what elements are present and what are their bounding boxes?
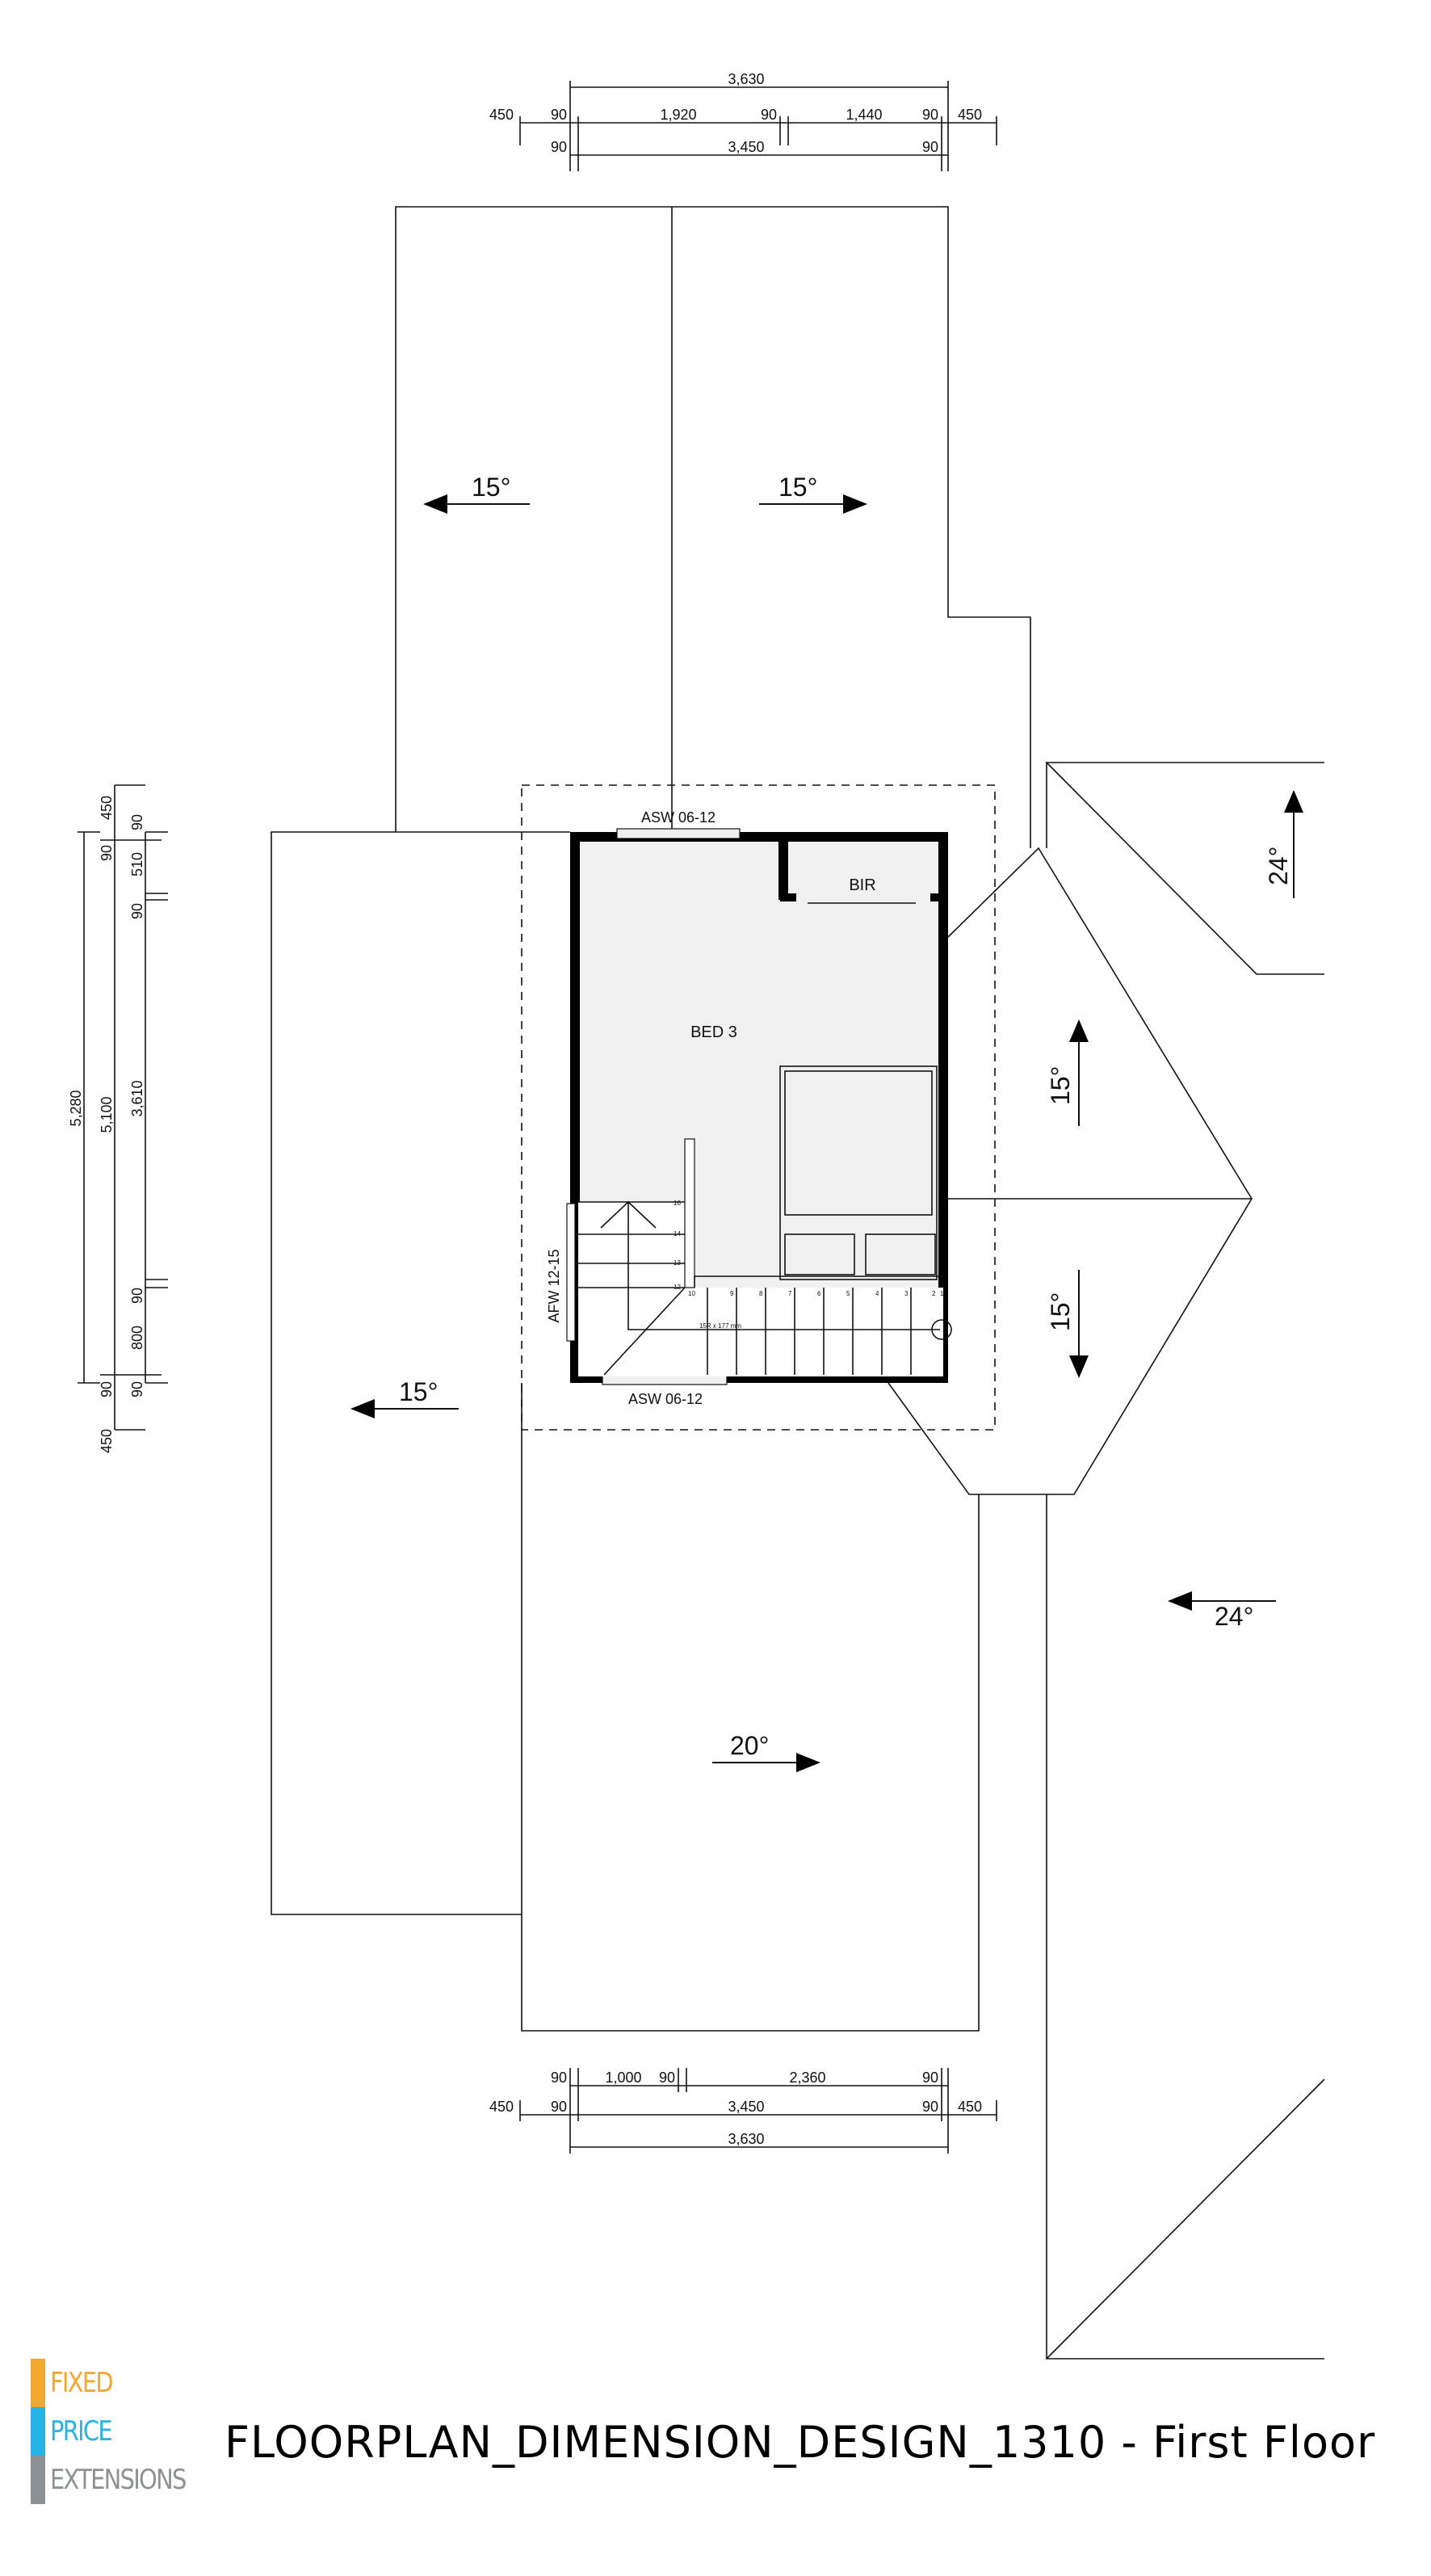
pitch-label: 15° xyxy=(778,473,817,502)
dim: 90 xyxy=(922,139,938,155)
window-label-left: AFW 12-15 xyxy=(546,1249,562,1322)
dim: 90 xyxy=(761,107,777,123)
pitch-label: 24° xyxy=(1215,1602,1253,1631)
window-label-top: ASW 06-12 xyxy=(641,809,716,826)
stair-number: 4 xyxy=(875,1290,879,1297)
logo-word-price: PRICE xyxy=(50,2415,113,2448)
dim: 90 xyxy=(659,2070,675,2086)
left-dimensions: 5,280 450 90 5,100 90 450 90 510 90 3,61… xyxy=(68,784,168,1453)
dim: 3,450 xyxy=(728,139,764,155)
roof-pitch-arrows: 15° 15° 24° 15° 15° 15° 24° 20° xyxy=(350,473,1303,1772)
dim: 1,000 xyxy=(605,2070,641,2086)
dim: 1,920 xyxy=(660,107,696,123)
stair-number: 13 xyxy=(674,1259,681,1267)
dim: 90 xyxy=(922,107,938,123)
window-label-bottom: ASW 06-12 xyxy=(628,1391,703,1407)
bedroom: 16 14 13 12 10 9 8 7 6 5 4 3 2 1 15R x 1… xyxy=(546,809,952,1407)
stair-number: 12 xyxy=(674,1284,681,1291)
dim: 90 xyxy=(99,845,115,861)
dim: 90 xyxy=(129,814,145,830)
dim: 90 xyxy=(551,2099,567,2115)
staircase: 16 14 13 12 10 9 8 7 6 5 4 3 2 1 15R x 1… xyxy=(578,1138,952,1376)
pitch-label: 20° xyxy=(730,1731,769,1760)
dim: 3,450 xyxy=(728,2099,764,2115)
stair-number: 3 xyxy=(904,1290,909,1297)
room-label-bed: BED 3 xyxy=(690,1023,737,1041)
dim: 90 xyxy=(129,1381,145,1397)
bed-furniture xyxy=(779,1065,938,1280)
company-logo: FIXED PRICE EXTENSIONS xyxy=(31,2359,225,2504)
dim: 90 xyxy=(551,107,567,123)
drawing-title: FLOORPLAN_DIMENSION_DESIGN_1310 - First … xyxy=(225,2417,1376,2468)
logo-word-extensions: EXTENSIONS xyxy=(50,2464,187,2496)
dim: 510 xyxy=(129,852,145,876)
stair-number: 8 xyxy=(759,1290,763,1297)
stair-number: 7 xyxy=(788,1290,792,1297)
dim: 3,630 xyxy=(728,2131,764,2147)
stair-number: 2 xyxy=(932,1290,936,1297)
stair-number: 5 xyxy=(846,1290,850,1297)
stair-note: 15R x 177 mm xyxy=(699,1322,741,1330)
dim: 90 xyxy=(922,2099,938,2115)
dim: 90 xyxy=(129,1288,145,1304)
dim: 450 xyxy=(99,796,115,820)
dim: 5,280 xyxy=(68,1090,84,1126)
dim: 90 xyxy=(99,1381,115,1397)
pitch-label: 24° xyxy=(1264,847,1293,885)
stair-number: 16 xyxy=(674,1200,681,1207)
logo-word-fixed: FIXED xyxy=(50,2367,114,2399)
pitch-label: 15° xyxy=(1046,1066,1075,1105)
top-dimensions: 3,630 450 90 1,920 90 1,440 90 450 90 3,… xyxy=(489,71,997,171)
dim: 450 xyxy=(958,2099,982,2115)
dim: 2,360 xyxy=(789,2070,825,2086)
bottom-dimensions: 90 1,000 90 2,360 90 450 90 3,450 90 450… xyxy=(489,2068,997,2154)
stair-number: 9 xyxy=(730,1290,734,1297)
dim: 450 xyxy=(99,1429,115,1453)
stair-number: 14 xyxy=(674,1230,681,1238)
dim: 800 xyxy=(129,1326,145,1350)
stair-number: 6 xyxy=(817,1290,821,1297)
pitch-label: 15° xyxy=(1046,1292,1075,1331)
dim-overall: 3,630 xyxy=(728,71,764,87)
pitch-label: 15° xyxy=(472,473,510,502)
dashed-outline xyxy=(521,784,996,1431)
dim: 5,100 xyxy=(99,1096,115,1133)
dim: 3,610 xyxy=(129,1080,145,1116)
stair-number: 10 xyxy=(688,1290,695,1297)
stair-number: 1 xyxy=(940,1290,944,1297)
dim: 90 xyxy=(551,139,567,155)
pitch-label: 15° xyxy=(399,1377,438,1406)
dim: 450 xyxy=(489,2099,514,2115)
dim: 450 xyxy=(489,107,514,123)
dim: 1,440 xyxy=(846,107,882,123)
dim: 90 xyxy=(922,2070,938,2086)
room-label-bir: BIR xyxy=(849,876,875,894)
dim: 90 xyxy=(129,903,145,919)
dim: 90 xyxy=(551,2070,567,2086)
dim: 450 xyxy=(958,107,982,123)
roof-outlines xyxy=(271,206,1325,2360)
